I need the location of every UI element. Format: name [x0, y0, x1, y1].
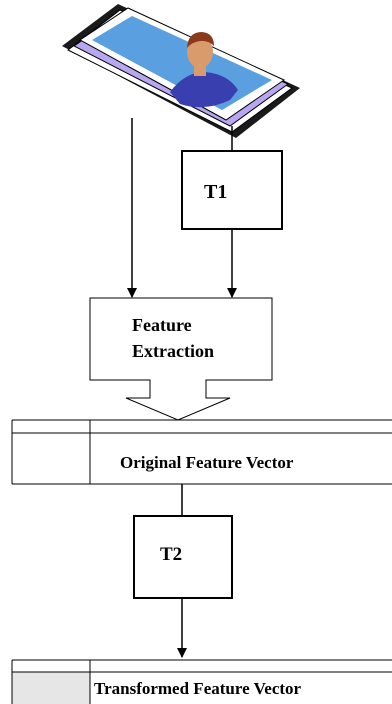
transformed-feature-vector: Transformed Feature Vector	[11, 659, 392, 704]
t2-box: T2	[133, 515, 233, 599]
photo-stack-icon	[62, 4, 300, 138]
t1-label: T1	[204, 181, 227, 203]
original-feature-vector: Original Feature Vector	[11, 419, 392, 485]
feature-extraction-line1: Feature	[132, 315, 192, 335]
original-vector-label: Original Feature Vector	[120, 453, 294, 472]
t1-box: T1	[181, 150, 283, 230]
feature-extraction-box: Feature Extraction	[89, 297, 273, 421]
feature-extraction-line2: Extraction	[132, 341, 214, 361]
t2-label: T2	[160, 544, 182, 565]
transformed-vector-label: Transformed Feature Vector	[94, 679, 302, 698]
